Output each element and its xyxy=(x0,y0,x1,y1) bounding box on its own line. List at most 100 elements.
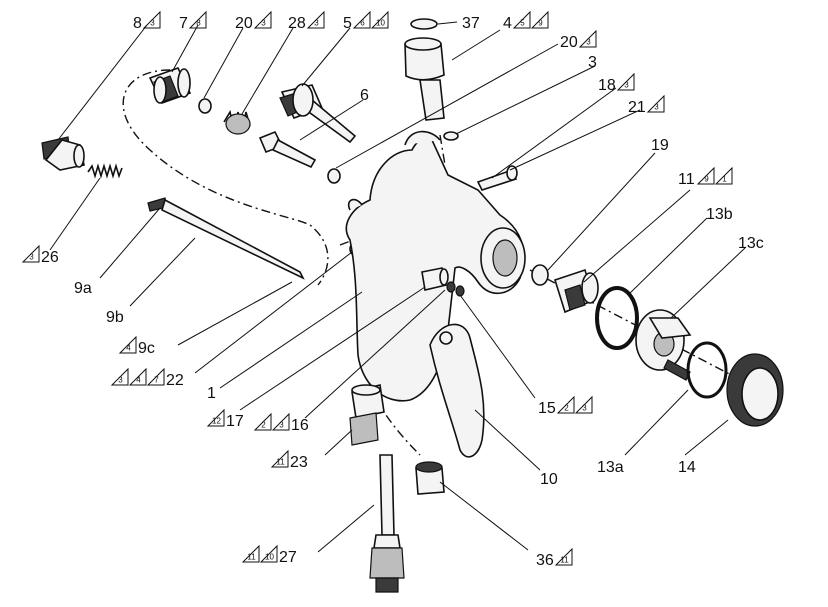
note-triangle-icon xyxy=(646,94,665,113)
part-label-p13c: 13c xyxy=(738,235,764,252)
part-label-p13b: 13b xyxy=(706,206,733,223)
part-number: 5 xyxy=(343,15,352,32)
note-triangle-icon xyxy=(128,367,147,386)
note-number: 1 xyxy=(722,175,727,184)
note-triangle-icon xyxy=(241,544,260,563)
part-number: 9c xyxy=(138,340,155,357)
part-28-spring xyxy=(223,109,251,135)
part-label-p37: 37 xyxy=(462,15,480,32)
part-21-screw xyxy=(476,165,518,191)
part-number: 11 xyxy=(678,171,695,188)
part-number: 9b xyxy=(106,309,124,326)
part-label-p13a: 13a xyxy=(597,459,624,476)
part-7-nut xyxy=(148,67,192,104)
part-20-oring-left xyxy=(198,98,212,114)
parts-drawings xyxy=(41,18,784,593)
part-label-p19: 19 xyxy=(651,137,669,154)
part-number: 8 xyxy=(133,15,142,32)
note-triangle-icon xyxy=(696,166,715,185)
part-number: 20 xyxy=(235,15,253,32)
part-number: 21 xyxy=(628,99,646,116)
note-number: 5 xyxy=(520,19,525,28)
note-triangle-icon xyxy=(146,367,165,386)
part-number: 15 xyxy=(538,400,556,417)
part-13a-oring xyxy=(686,341,728,399)
note-number: 4 xyxy=(126,344,131,353)
part-number: 23 xyxy=(290,454,308,471)
note-number: 10 xyxy=(265,553,274,562)
note-number: 3 xyxy=(29,253,34,262)
part-number: 18 xyxy=(598,77,616,94)
part-13b-oring xyxy=(595,286,639,350)
note-triangle-icon xyxy=(370,10,389,29)
note-number: 2 xyxy=(261,421,266,430)
note-triangle-icon xyxy=(142,10,161,29)
part-36-plug xyxy=(415,461,445,495)
part-19-oring xyxy=(531,264,549,286)
part-26-spring xyxy=(87,163,123,179)
note-triangle-icon xyxy=(512,10,531,29)
part-number: 9a xyxy=(74,280,92,297)
note-number: 3 xyxy=(118,376,123,385)
part-number: 6 xyxy=(360,87,369,104)
note-number: 4 xyxy=(136,376,141,385)
note-triangle-icon xyxy=(110,367,129,386)
part-label-p9a: 9a xyxy=(74,280,92,297)
part-label-p9b: 9b xyxy=(106,309,124,326)
part-label-p6: 6 xyxy=(360,87,369,104)
part-17-fitting xyxy=(421,267,449,291)
part-15-orings xyxy=(446,281,465,297)
note-number: 3 xyxy=(624,81,629,90)
note-triangle-icon xyxy=(530,10,549,29)
part-number: 19 xyxy=(651,137,669,154)
note-number: 3 xyxy=(150,19,155,28)
note-number: 8 xyxy=(196,19,201,28)
part-label-p3: 3 xyxy=(588,54,597,71)
part-9-needle xyxy=(147,197,305,280)
note-number: 9 xyxy=(538,19,543,28)
part-label-p9c: 4 9c xyxy=(118,335,155,357)
note-triangle-icon xyxy=(306,10,325,29)
note-triangle-icon xyxy=(578,29,597,48)
part-23-fitting xyxy=(349,384,385,446)
note-triangle-icon xyxy=(352,10,371,29)
part-number: 20 xyxy=(560,34,578,51)
part-number: 22 xyxy=(166,372,184,389)
part-14-ring xyxy=(726,353,784,427)
part-13c-aircap xyxy=(635,309,692,381)
part-number: 3 xyxy=(588,54,597,71)
part-number: 4 xyxy=(503,15,512,32)
note-triangle-icon xyxy=(270,449,289,468)
part-number: 14 xyxy=(678,459,696,476)
note-triangle-icon xyxy=(206,408,225,427)
part-label-p23: 11 23 xyxy=(270,449,308,471)
part-10-trigger xyxy=(429,323,485,458)
note-number: 11 xyxy=(247,553,256,562)
note-triangle-icon xyxy=(21,244,40,263)
part-5-housing xyxy=(279,83,357,144)
part-6-pin xyxy=(258,130,317,169)
note-number: 11 xyxy=(276,458,285,467)
note-number: 3 xyxy=(261,19,266,28)
note-triangle-icon xyxy=(554,547,573,566)
note-triangle-icon xyxy=(259,544,278,563)
part-number: 17 xyxy=(226,413,244,430)
part-number: 13c xyxy=(738,235,764,252)
part-number: 36 xyxy=(536,552,554,569)
part-number: 13a xyxy=(597,459,624,476)
